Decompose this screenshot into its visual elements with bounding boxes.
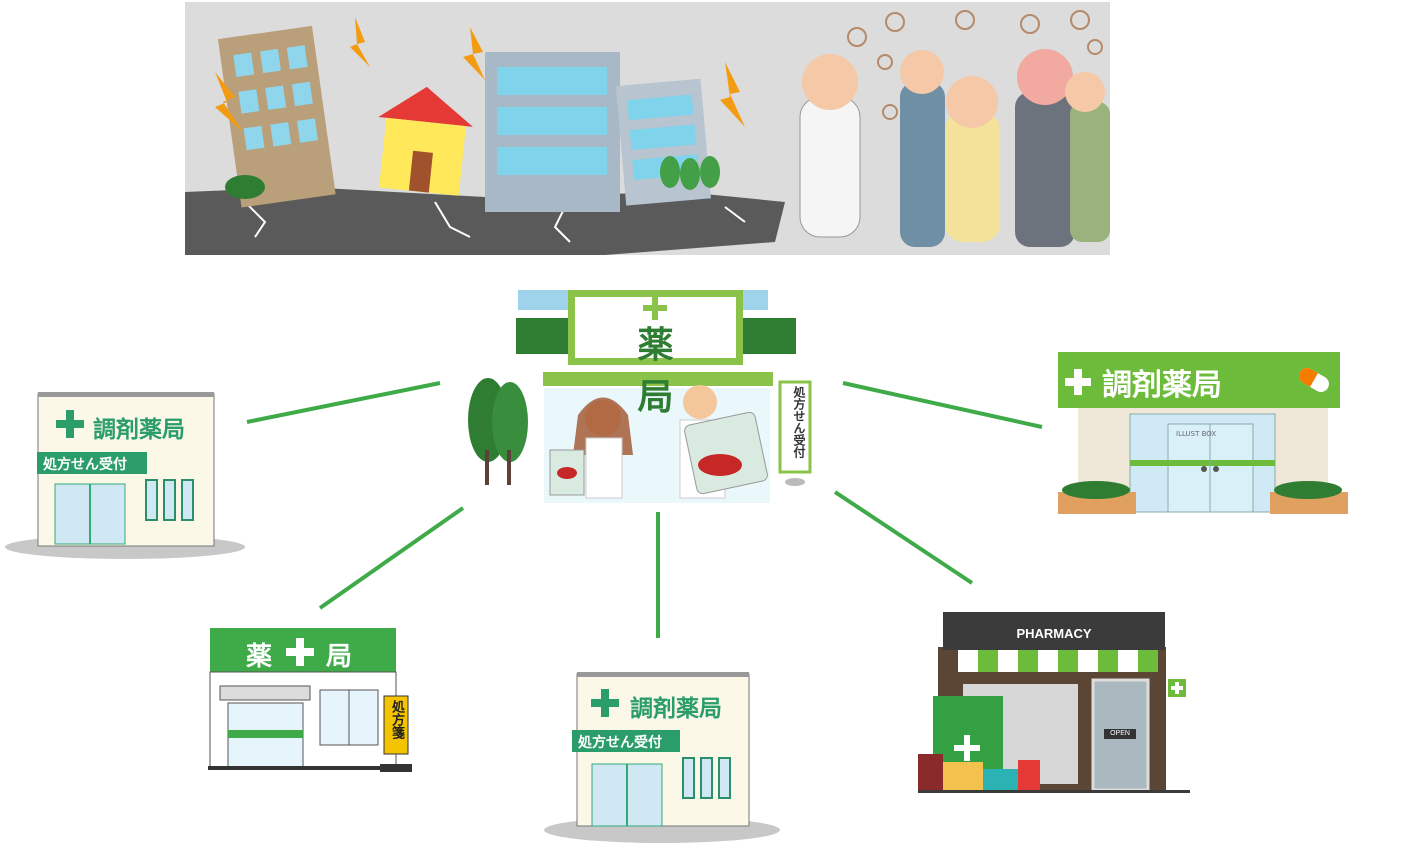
pill-icon: [1294, 366, 1334, 394]
connector-line: [835, 492, 972, 583]
pharmacy-bottom: 調剤薬局 処方せん受付: [540, 672, 785, 844]
pharmacy-bottom-sign: 調剤薬局: [630, 689, 722, 723]
pharmacy-lower-left-sign-right: 局: [326, 636, 352, 673]
pharmacy-left-sign: 調剤薬局: [93, 410, 185, 444]
pharmacy-lower-right-door-sign: OPEN: [1104, 729, 1136, 739]
pharmacy-left-sub-sign: 処方せん受付: [43, 454, 127, 474]
plus-icon: [643, 296, 667, 320]
pharmacy-right-sign: 調剤薬局: [1102, 360, 1222, 404]
pharmacy-lower-left-side-sign: 処方箋: [388, 700, 404, 739]
connector-line: [247, 383, 440, 422]
pharmacy-lower-left: 薬 局 処方箋: [208, 628, 414, 774]
connector-line: [320, 508, 463, 608]
pharmacy-right-door-text: ILLUST BOX: [1176, 430, 1216, 438]
hub-side-sign: 処方せん受付: [784, 386, 806, 458]
connector-line: [843, 383, 1042, 427]
hub-pharmacy: 薬局 処方せん受付: [468, 290, 813, 508]
pharmacy-lower-right: PHARMACY OPEN: [918, 612, 1190, 794]
pharmacy-bottom-sub-sign: 処方せん受付: [578, 732, 662, 752]
pharmacy-lower-left-sign-left: 薬: [246, 636, 272, 673]
pharmacy-lower-right-sign: PHARMACY: [943, 626, 1165, 641]
pharmacy-right: 調剤薬局 ILLUST BOX: [1058, 352, 1348, 517]
hub-sign: 薬局: [583, 316, 728, 420]
pharmacy-left: 調剤薬局 処方せん受付: [5, 392, 247, 560]
plus-icon: [286, 638, 314, 666]
